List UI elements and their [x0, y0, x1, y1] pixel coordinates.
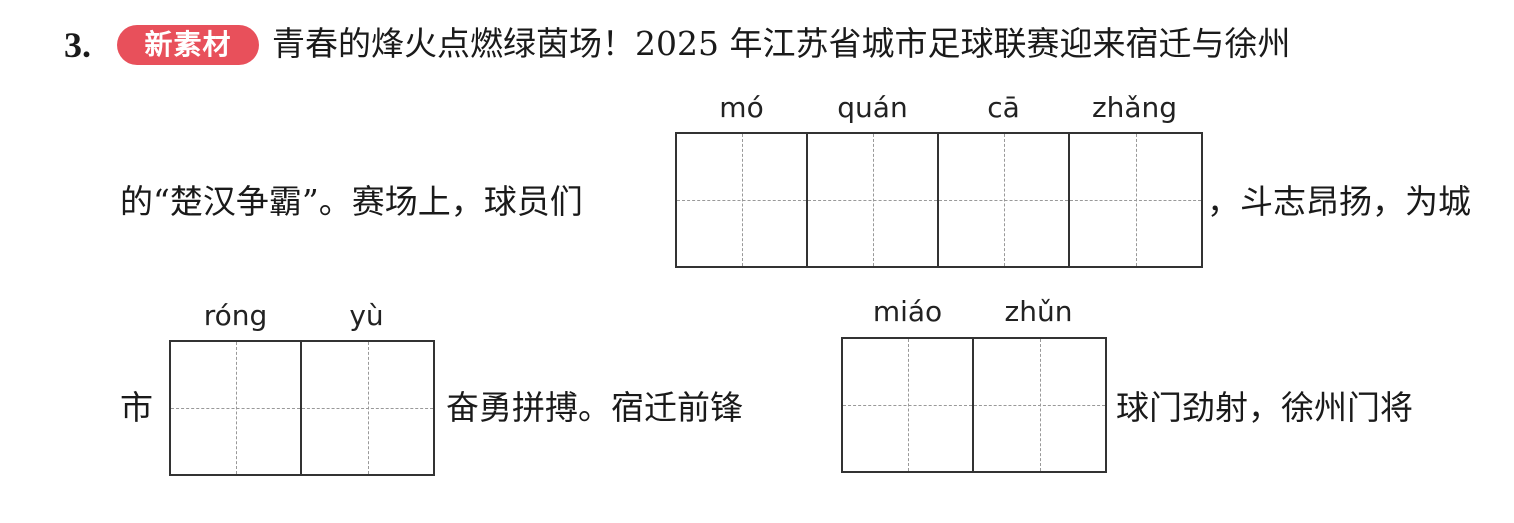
- question-line-2-before: 的“楚汉争霸”。赛场上，球员们: [120, 182, 583, 221]
- question-line-3-after: 球门劲射，徐州门将: [1116, 388, 1413, 427]
- answer-grid-3[interactable]: [841, 337, 1107, 473]
- answer-cell[interactable]: [974, 339, 1105, 471]
- pinyin-3-1: miáo: [872, 295, 943, 328]
- pinyin-1-4: zhǎng: [1091, 91, 1178, 124]
- question-number: 3.: [64, 25, 91, 65]
- answer-cell[interactable]: [1070, 134, 1201, 266]
- question-line-3-before: 市: [120, 388, 153, 427]
- answer-grid-2[interactable]: [169, 340, 435, 476]
- question-line-3-middle: 奋勇拼搏。宿迁前锋: [446, 388, 743, 427]
- new-material-badge: 新素材: [117, 25, 259, 65]
- pinyin-1-1: mó: [719, 91, 764, 124]
- pinyin-1-3: cā: [987, 91, 1020, 124]
- pinyin-3-2: zhǔn: [1004, 295, 1073, 328]
- answer-grid-1[interactable]: [675, 132, 1203, 268]
- pinyin-2-1: róng: [203, 299, 268, 332]
- answer-cell[interactable]: [843, 339, 974, 471]
- answer-cell[interactable]: [302, 342, 433, 474]
- answer-cell[interactable]: [677, 134, 808, 266]
- question-line-2-after: ，斗志昂扬，为城: [1207, 182, 1471, 221]
- answer-cell[interactable]: [808, 134, 939, 266]
- answer-cell[interactable]: [939, 134, 1070, 266]
- pinyin-2-2: yù: [349, 299, 384, 332]
- answer-cell[interactable]: [171, 342, 302, 474]
- question-line-1: 青春的烽火点燃绿茵场！2025 年江苏省城市足球联赛迎来宿迁与徐州: [272, 24, 1291, 63]
- pinyin-1-2: quán: [837, 91, 908, 124]
